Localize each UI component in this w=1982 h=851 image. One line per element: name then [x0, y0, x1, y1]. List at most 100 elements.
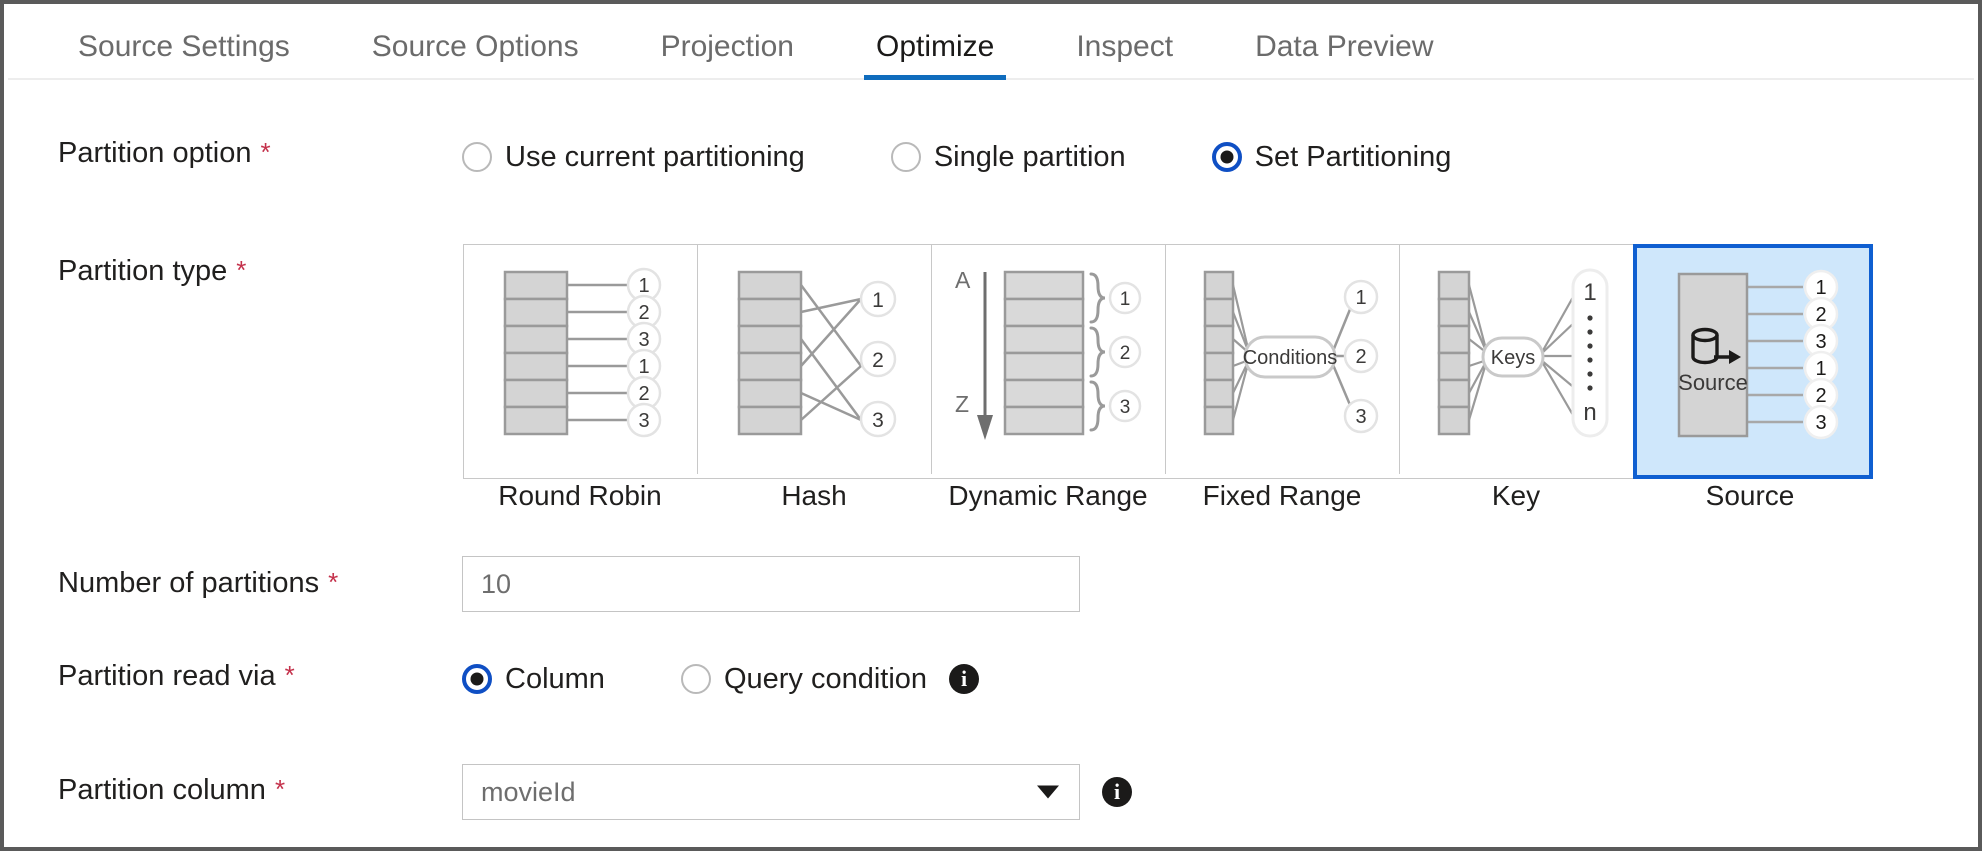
svg-text:3: 3: [1815, 331, 1826, 353]
radio-label: Use current partitioning: [505, 140, 805, 173]
radio-label: Query condition: [723, 662, 928, 695]
radio-column[interactable]: Column: [462, 664, 605, 694]
svg-text:3: 3: [1355, 406, 1366, 428]
svg-text:2: 2: [638, 302, 649, 324]
partition-column-row: Partition column*: [58, 776, 285, 805]
svg-text:2: 2: [872, 349, 884, 372]
tab-source-options[interactable]: Source Options: [344, 32, 607, 78]
partition-type-card-key[interactable]: Keys 1 n: [1400, 245, 1634, 474]
svg-text:3: 3: [872, 409, 884, 432]
tab-source-settings[interactable]: Source Settings: [50, 32, 318, 78]
partition-type-card-dynamic-range[interactable]: A Z: [932, 245, 1166, 474]
tab-label: Source Options: [371, 30, 579, 63]
svg-text:1: 1: [638, 275, 649, 297]
radio-label: Single partition: [933, 140, 1126, 173]
card-label-hash: Hash: [781, 480, 847, 511]
radio-label: Set Partitioning: [1254, 140, 1452, 173]
radio-set-partitioning[interactable]: Set Partitioning: [1211, 140, 1452, 173]
tab-inspect[interactable]: Inspect: [1048, 32, 1201, 78]
card-label-key: Key: [1491, 480, 1541, 511]
svg-text:3: 3: [1119, 397, 1130, 418]
info-icon[interactable]: i: [949, 664, 980, 694]
svg-text:2: 2: [1815, 304, 1826, 326]
partition-read-via-row: Partition read via*: [58, 662, 295, 691]
radio-query-condition[interactable]: Query condition: [680, 662, 928, 695]
axis-start-label: A: [955, 267, 971, 293]
number-of-partitions-input[interactable]: 10: [462, 556, 1080, 612]
hash-diagram: 1 2 3: [737, 270, 896, 437]
tab-projection[interactable]: Projection: [633, 32, 822, 78]
partition-type-label: Partition type*: [58, 255, 247, 287]
source-node-label: Source: [1678, 370, 1748, 395]
partition-column-field-wrap: movieId i: [462, 764, 1132, 820]
card-label-round-robin: Round Robin: [498, 480, 662, 511]
radio-circle-icon: [890, 142, 921, 172]
number-of-partitions-label: Number of partitions*: [58, 567, 339, 599]
svg-text:2: 2: [1119, 343, 1130, 364]
tab-label: Projection: [660, 30, 794, 63]
number-of-partitions-field-wrap: 10: [462, 556, 1080, 612]
chevron-down-icon: [1037, 785, 1059, 799]
tab-label: Optimize: [875, 30, 995, 63]
tab-optimize[interactable]: Optimize: [848, 30, 1022, 80]
radio-use-current-partitioning[interactable]: Use current partitioning: [462, 142, 805, 172]
card-label-source: Source: [1705, 480, 1795, 511]
partition-column-select[interactable]: movieId: [462, 764, 1080, 820]
conditions-node-label: Conditions: [1242, 347, 1337, 369]
card-label-fixed-range: Fixed Range: [1202, 480, 1362, 511]
dynamic-range-diagram: A Z: [955, 267, 1141, 440]
tab-label: Data Preview: [1255, 30, 1434, 63]
svg-text:2: 2: [638, 383, 649, 405]
partition-column-label: Partition column*: [58, 774, 286, 806]
tab-label: Inspect: [1076, 30, 1174, 63]
required-asterisk: *: [328, 567, 339, 597]
info-icon[interactable]: i: [1102, 777, 1132, 807]
svg-text:2: 2: [1355, 346, 1366, 368]
svg-text:1: 1: [1583, 279, 1596, 306]
partition-type-card-strip: 1 2 3 1 2 3: [463, 244, 1873, 479]
fixed-range-diagram: Conditions 1 2 3: [1203, 270, 1378, 435]
partition-read-via-radios: Column Query condition i: [462, 662, 980, 695]
partition-option-row: Partition option*: [58, 139, 271, 168]
partition-read-via-label: Partition read via*: [58, 660, 295, 692]
svg-text:2: 2: [1815, 385, 1826, 407]
radio-circle-checked-icon: [462, 664, 492, 694]
svg-text:1: 1: [872, 289, 884, 312]
tab-bar: Source Settings Source Options Projectio…: [8, 8, 1974, 80]
partition-column-value: movieId: [481, 776, 576, 807]
radio-circle-checked-icon: [1211, 142, 1242, 172]
partition-type-row: Partition type*: [58, 257, 246, 286]
partition-type-card-round-robin[interactable]: 1 2 3 1 2 3: [464, 245, 698, 474]
svg-text:n: n: [1583, 399, 1596, 426]
svg-text:1: 1: [1815, 358, 1826, 380]
radio-single-partition[interactable]: Single partition: [890, 140, 1126, 173]
tab-data-preview[interactable]: Data Preview: [1227, 32, 1461, 78]
svg-text:1: 1: [1815, 277, 1826, 299]
partition-option-label: Partition option*: [58, 137, 271, 169]
required-asterisk: *: [284, 660, 295, 690]
number-of-partitions-row: Number of partitions*: [58, 569, 338, 598]
required-asterisk: *: [260, 137, 271, 167]
svg-text:3: 3: [1815, 412, 1826, 434]
svg-text:1: 1: [1355, 287, 1366, 309]
svg-text:1: 1: [1119, 289, 1130, 310]
key-diagram: Keys 1 n: [1437, 268, 1608, 437]
radio-label: Column: [505, 662, 605, 695]
partition-type-labels: Round Robin Hash Dynamic Range Fixed Ran…: [463, 482, 1867, 510]
svg-text:1: 1: [638, 356, 649, 378]
partition-option-radios: Use current partitioning Single partitio…: [462, 142, 1451, 172]
database-icon: [1690, 327, 1731, 364]
tab-label: Source Settings: [78, 30, 290, 63]
partition-type-card-fixed-range[interactable]: Conditions 1 2 3: [1166, 245, 1400, 474]
round-robin-diagram: 1 2 3 1 2 3: [503, 267, 661, 437]
axis-end-label: Z: [955, 391, 969, 417]
partition-type-card-hash[interactable]: 1 2 3: [698, 245, 932, 474]
source-diagram: Source 1 2 3 1 2 3: [1677, 269, 1838, 439]
radio-circle-icon: [680, 664, 711, 694]
keys-node-label: Keys: [1490, 347, 1534, 369]
svg-text:3: 3: [638, 410, 649, 432]
svg-text:3: 3: [638, 329, 649, 351]
partition-type-card-source[interactable]: Source 1 2 3 1 2 3: [1633, 244, 1873, 479]
required-asterisk: *: [236, 255, 247, 285]
